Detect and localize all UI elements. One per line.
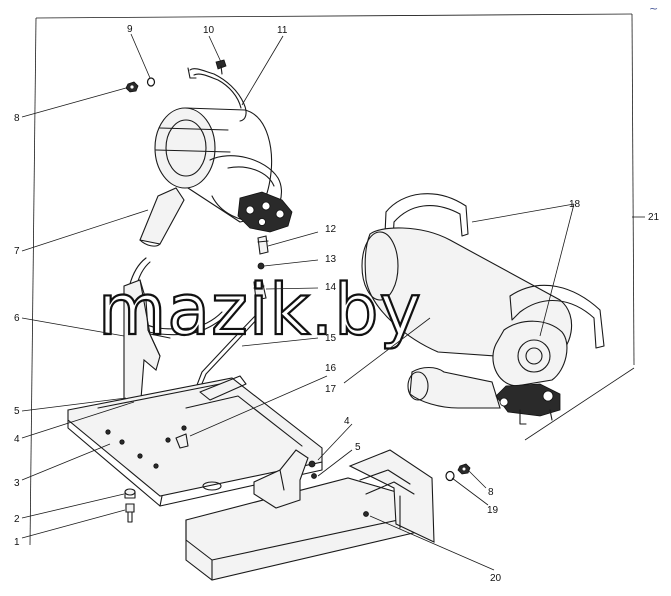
callout-4-left: 4: [14, 434, 20, 445]
callout-4-right: 4: [344, 416, 350, 427]
callout-13: 13: [325, 254, 337, 265]
lower-platform: [185, 449, 435, 581]
callout-8-right: 8: [488, 487, 494, 498]
assembly-frame-lines: [29, 13, 645, 546]
callout-12: 12: [325, 224, 337, 235]
callout-19: 19: [487, 505, 499, 516]
callout-10: 10: [203, 25, 215, 36]
callout-17: 17: [325, 384, 337, 395]
callout-21: 21: [648, 212, 660, 223]
callout-7: 7: [14, 246, 20, 257]
leader-lines: [21, 33, 575, 571]
air-cleaner-assembly: [139, 67, 293, 247]
callout-18: 18: [569, 199, 581, 210]
watermark-text: mazik.by: [98, 269, 422, 351]
callout-11: 11: [277, 25, 288, 36]
callout-1: 1: [14, 537, 20, 548]
pre-cleaner-head: [237, 191, 293, 233]
callout-labels: 1 2 3 4 4 5 5 6 7 8 8 9 10 11 12 13 14 1…: [14, 24, 660, 584]
callout-16: 16: [325, 363, 337, 374]
base-frame: [67, 375, 323, 507]
bolts: [124, 488, 136, 523]
callout-5-left: 5: [14, 406, 20, 417]
air-cleaner-body: [361, 193, 605, 425]
top-hardware: [125, 59, 227, 93]
hose-fittings: [253, 235, 269, 301]
callout-15: 15: [325, 333, 337, 344]
callout-8-left: 8: [14, 113, 20, 124]
callout-6: 6: [14, 313, 20, 324]
corner-mark: ~: [649, 2, 658, 15]
right-hardware: [445, 463, 471, 482]
callout-5-right: 5: [355, 442, 361, 453]
callout-2: 2: [14, 514, 20, 525]
callout-9: 9: [127, 24, 133, 35]
callout-14: 14: [325, 282, 337, 293]
callout-3: 3: [14, 478, 20, 489]
callout-20: 20: [490, 573, 502, 584]
